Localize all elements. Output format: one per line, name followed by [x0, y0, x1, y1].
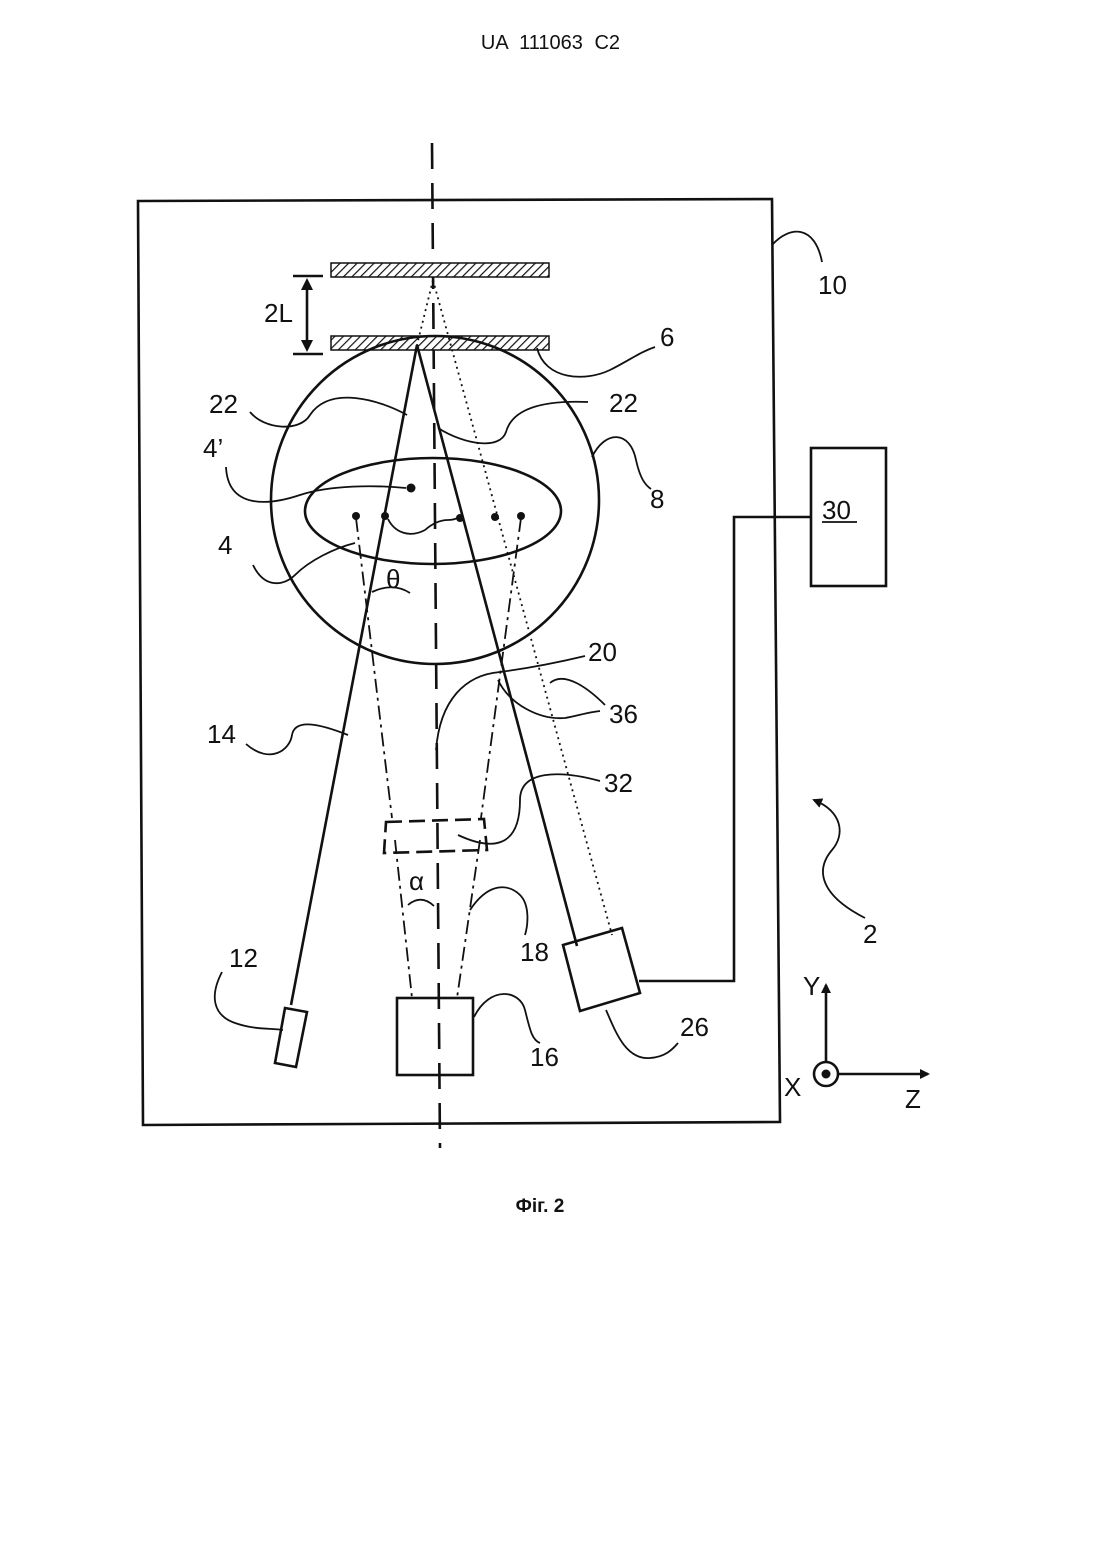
- label-4: 4: [218, 530, 232, 560]
- label-alpha: α: [409, 866, 424, 896]
- leader-32: [458, 774, 600, 843]
- leader-16: [474, 994, 540, 1043]
- label-theta: θ: [386, 564, 400, 594]
- label-14: 14: [207, 719, 236, 749]
- label-18: 18: [520, 937, 549, 967]
- leader-4-prime: [226, 467, 406, 502]
- label-22-left: 22: [209, 389, 238, 419]
- leader-22-right: [438, 402, 588, 444]
- label-axis-Z: Z: [905, 1084, 921, 1114]
- leader-20: [436, 656, 585, 750]
- leader-18: [470, 887, 527, 935]
- label-4-prime: 4’: [203, 433, 223, 463]
- leader-6: [537, 347, 655, 377]
- ellipse-element-4: [305, 458, 561, 564]
- dash-dot-line-right-upper: [481, 518, 521, 818]
- leader-12: [215, 972, 283, 1030]
- label-6: 6: [660, 322, 674, 352]
- beam-line-14-right: [417, 345, 577, 946]
- leader-36: [550, 679, 605, 705]
- dashed-lens-element: [384, 819, 487, 853]
- beam-line-14-left: [291, 345, 417, 1005]
- leader-10: [772, 232, 822, 262]
- label-2L: 2L: [264, 298, 293, 328]
- dash-dot-line-right-lower: [457, 840, 480, 998]
- label-26: 26: [680, 1012, 709, 1042]
- upper-hatched-plate: [331, 263, 549, 277]
- figure-caption: Фіг. 2: [0, 1196, 1080, 1218]
- label-22-right: 22: [609, 388, 638, 418]
- leader-8: [592, 437, 651, 489]
- component-16: [397, 998, 473, 1075]
- label-8: 8: [650, 484, 664, 514]
- leader-36b: [498, 680, 600, 718]
- leader-22-left: [250, 398, 407, 427]
- leader-26: [606, 1010, 678, 1058]
- dash-dot-line-left-lower: [395, 840, 412, 998]
- label-10: 10: [818, 270, 847, 300]
- dash-dot-line-left-upper: [356, 518, 392, 818]
- label-axis-Y: Y: [803, 971, 820, 1001]
- leader-14: [246, 724, 348, 754]
- point-4-prime: [407, 484, 416, 493]
- label-32: 32: [604, 768, 633, 798]
- connection-wire: [639, 517, 812, 981]
- label-12: 12: [229, 943, 258, 973]
- component-12: [275, 1008, 307, 1067]
- label-16: 16: [530, 1042, 559, 1072]
- label-axis-X: X: [784, 1072, 801, 1102]
- label-36: 36: [609, 699, 638, 729]
- leader-2-arrow: [814, 800, 865, 918]
- label-30: 30: [822, 495, 851, 525]
- label-20: 20: [588, 637, 617, 667]
- leader-4: [253, 543, 355, 583]
- lower-hatched-plate: [331, 336, 549, 350]
- component-26: [563, 928, 640, 1011]
- label-2: 2: [863, 919, 877, 949]
